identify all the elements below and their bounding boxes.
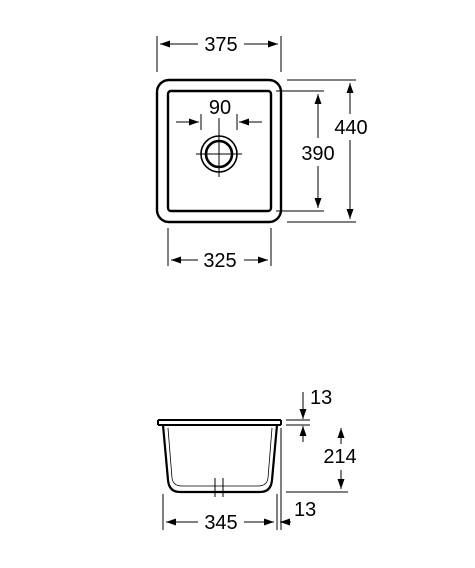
dimension-drain-label: 90 <box>209 97 231 119</box>
sink-inner-outline <box>166 89 273 213</box>
dimension-rim: 13 <box>286 387 332 442</box>
dimension-side-width: 345 <box>162 494 278 534</box>
dimension-width-outer-label: 375 <box>204 34 237 56</box>
sink-side-body <box>161 424 279 494</box>
dimension-width-inner: 325 <box>167 228 272 272</box>
drain-stub-icon <box>214 478 224 497</box>
dimension-bottom: 13 <box>280 428 316 530</box>
top-view: 375 90 440 390 <box>155 34 368 272</box>
dimension-rim-label: 13 <box>310 387 332 409</box>
dimension-side-width-label: 345 <box>204 512 237 534</box>
dimension-width-outer: 375 <box>156 34 282 72</box>
dimension-height-outer-label: 440 <box>334 117 367 139</box>
dimension-height-inner-label: 390 <box>301 143 334 165</box>
sink-outer-outline <box>155 78 283 224</box>
dimension-depth-label: 214 <box>323 446 356 468</box>
sink-side-rim <box>157 419 282 426</box>
sink-side-inner-wall <box>167 427 273 487</box>
drain-icon <box>196 118 242 177</box>
dimension-drain: 90 <box>176 97 262 130</box>
dimension-height-inner: 390 <box>276 90 335 212</box>
side-view: 13 214 345 13 <box>157 387 357 534</box>
dimension-width-inner-label: 325 <box>203 250 236 272</box>
dimension-bottom-label: 13 <box>294 499 316 521</box>
dimension-height-outer: 440 <box>287 79 368 223</box>
dimension-depth: 214 <box>286 428 357 493</box>
